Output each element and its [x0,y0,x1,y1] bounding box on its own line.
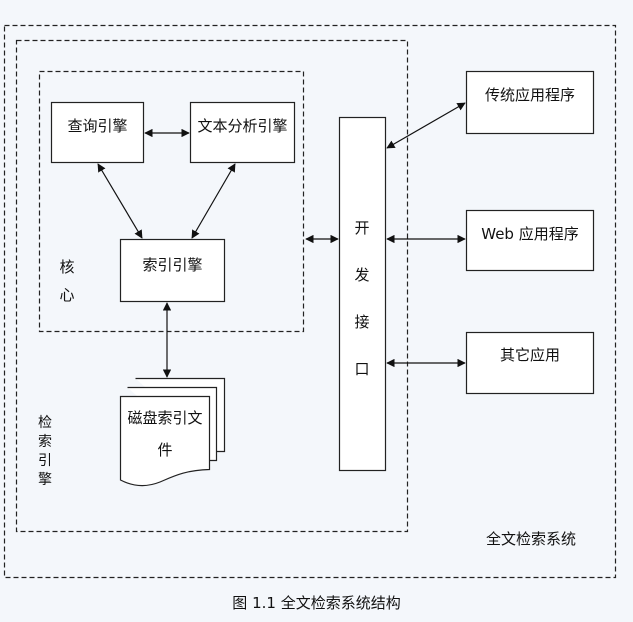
web-app-label: Web 应用程序 [481,225,579,243]
dev-interface-label: 开 发 接 口 [353,205,371,393]
text-analysis-engine-box [189,101,296,164]
index-engine-box [119,238,226,303]
edge-query-index [97,163,143,239]
retrieval-engine-label-char: 擎 [38,472,52,488]
web-app-box [465,209,595,272]
core-label: 核 心 [58,253,76,309]
other-app-label: 其它应用 [499,346,560,364]
edge-text-analysis-index [191,163,236,239]
query-engine-box [50,101,145,164]
retrieval-engine-label-char: 引 [38,453,52,469]
retrieval-engine-label-char: 检 [38,415,52,431]
disk-index-files-label-line1: 磁盘索引文 [127,409,203,427]
traditional-app-label: 传统应用程序 [484,86,575,104]
edge-dev-traditional [386,102,466,149]
retrieval-engine-label: 检 索 引 擎 [36,414,54,490]
index-engine-label: 索引引擎 [142,256,203,274]
retrieval-engine-container [15,39,409,533]
system-label: 全文检索系统 [486,530,577,548]
dev-interface-char: 接 [354,313,370,331]
disk-index-files-shape [119,377,226,487]
dev-interface-box [338,116,387,472]
disk-index-files-label-line2: 件 [157,441,173,459]
dev-interface-char: 发 [354,266,370,284]
core-label-char: 核 [59,258,75,276]
other-app-box [465,331,595,395]
core-container [38,70,305,333]
core-label-char: 心 [59,286,75,304]
dev-interface-char: 口 [354,360,370,378]
retrieval-engine-label-char: 索 [38,434,52,450]
query-engine-label: 查询引擎 [67,117,128,135]
system-container [3,24,617,579]
text-analysis-engine-label: 文本分析引擎 [197,117,288,135]
traditional-app-box [465,70,595,135]
dev-interface-char: 开 [354,219,370,237]
figure-caption: 图 1.1 全文检索系统结构 [232,594,401,612]
